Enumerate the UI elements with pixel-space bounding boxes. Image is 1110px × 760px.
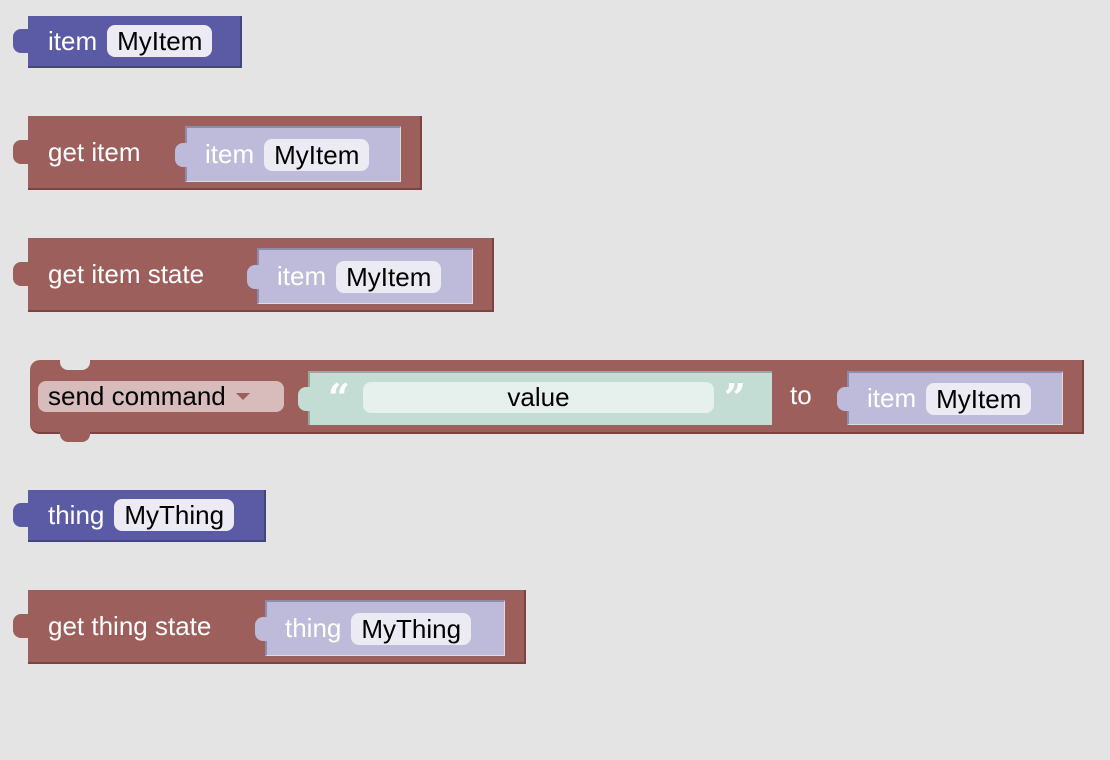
output-connector: [13, 503, 29, 527]
item-name-field[interactable]: MyItem: [926, 382, 1032, 415]
open-quote-icon: “: [328, 375, 350, 420]
output-connector: [837, 386, 849, 411]
item-label: item: [277, 261, 327, 291]
thing-block[interactable]: thing MyThing: [13, 490, 266, 542]
text-block[interactable]: “ value ”: [298, 371, 772, 425]
command-dropdown-value: send command: [48, 381, 226, 411]
get-item-state-label: get item state: [48, 258, 205, 289]
thing-label: thing: [285, 613, 342, 643]
get-item-state-block[interactable]: get item state item MyItem: [13, 238, 494, 312]
item-label: item: [205, 139, 255, 169]
send-command-block[interactable]: send command “ value ” to item MyItem: [30, 360, 1084, 442]
item-label: item: [867, 383, 917, 413]
command-dropdown[interactable]: send command: [38, 381, 284, 412]
next-connector: [60, 432, 90, 442]
output-connector: [13, 262, 29, 286]
close-quote-icon: ”: [724, 375, 746, 420]
output-connector: [298, 387, 310, 411]
chevron-down-icon: [235, 393, 250, 400]
to-label: to: [790, 380, 812, 410]
text-value-field[interactable]: value: [363, 382, 714, 413]
output-connector: [13, 614, 29, 638]
item-block[interactable]: item MyItem: [247, 248, 473, 304]
item-block[interactable]: item MyItem: [837, 371, 1063, 425]
get-item-block[interactable]: get item item MyItem: [13, 116, 422, 190]
thing-name-field[interactable]: MyThing: [114, 499, 235, 531]
thing-block[interactable]: thing MyThing: [255, 600, 505, 656]
thing-label: thing: [48, 499, 105, 530]
output-connector: [255, 616, 267, 641]
output-connector: [247, 264, 259, 289]
item-label: item: [48, 25, 98, 56]
item-block[interactable]: item MyItem: [175, 126, 401, 182]
item-name-field[interactable]: MyItem: [336, 260, 442, 293]
get-thing-state-label: get thing state: [48, 610, 212, 641]
item-name-field[interactable]: MyItem: [264, 138, 370, 171]
get-thing-state-block[interactable]: get thing state thing MyThing: [13, 590, 526, 664]
output-connector: [13, 140, 29, 164]
previous-connector: [60, 360, 90, 370]
output-connector: [175, 142, 187, 167]
item-name-field[interactable]: MyItem: [107, 25, 213, 57]
item-block[interactable]: item MyItem: [13, 16, 242, 68]
output-connector: [13, 29, 29, 53]
get-item-label: get item: [48, 136, 141, 167]
thing-name-field[interactable]: MyThing: [351, 612, 472, 645]
